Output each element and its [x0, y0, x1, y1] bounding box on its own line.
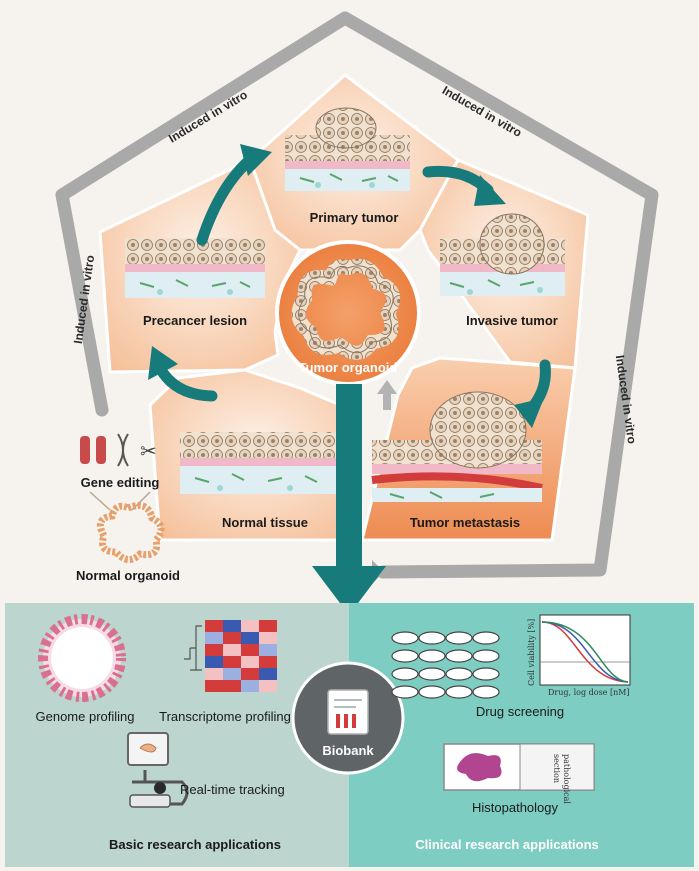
label-tumor-organoid: Tumor organoid	[299, 360, 398, 375]
down-arrow-head	[312, 566, 386, 615]
drug-screening-plates-icon	[391, 631, 500, 699]
dose-curve-xlabel: Drug, log dose [nM]	[548, 688, 630, 697]
label-invasive-tumor: Invasive tumor	[466, 313, 558, 328]
clinical-research-panel	[349, 603, 694, 867]
label-precancer-lesion: Precancer lesion	[143, 313, 247, 328]
label-clinical-research: Clinical research applications	[415, 837, 599, 852]
svg-text:✂: ✂	[140, 439, 157, 463]
gene-editing-connectors	[89, 491, 151, 511]
panel-invasive-tumor: Invasive tumor	[418, 158, 590, 370]
label-transcriptome-profiling: Transcriptome profiling	[159, 709, 291, 724]
label-normal-organoid: Normal organoid	[76, 568, 180, 583]
microscope-icon	[127, 732, 189, 808]
slide-text-line-2: section	[552, 754, 561, 783]
label-histopathology: Histopathology	[472, 800, 558, 815]
label-biobank: Biobank	[322, 743, 374, 758]
tumor-organoid-outline	[298, 265, 394, 354]
normal-organoid-shape	[96, 502, 165, 563]
label-real-time-tracking: Real-time tracking	[180, 782, 285, 797]
gray-up-arrow-stem	[383, 392, 391, 410]
label-normal-tissue: Normal tissue	[222, 515, 308, 530]
label-drug-screening: Drug screening	[476, 704, 564, 719]
gene-editing-icons: ✂	[80, 433, 157, 467]
histopathology-slide-icon	[443, 743, 595, 791]
cycle-arrowheads	[148, 144, 544, 428]
panel-precancer-lesion: Precancer lesion	[98, 157, 302, 374]
label-genome-profiling: Genome profiling	[36, 709, 135, 724]
label-tumor-metastasis: Tumor metastasis	[410, 515, 520, 530]
dose-curve-ylabel: Cell viability [%]	[527, 619, 536, 686]
panel-primary-tumor: Primary tumor	[248, 73, 460, 252]
biobank-clipboard-icon	[327, 689, 369, 735]
label-gene-editing: Gene editing	[81, 475, 160, 490]
gray-up-arrow-head	[377, 380, 397, 394]
transcriptome-heatmap-icon	[184, 620, 277, 692]
panel-normal-tissue: Normal tissue	[148, 368, 364, 542]
label-primary-tumor: Primary tumor	[310, 210, 399, 225]
label-basic-research: Basic research applications	[109, 837, 281, 852]
slide-text-line-1: pathological	[562, 754, 571, 804]
genome-ring-icon	[38, 614, 126, 702]
induced-ring	[55, 11, 659, 579]
down-arrow-stem	[336, 384, 362, 569]
dose-response-plot	[539, 614, 631, 686]
